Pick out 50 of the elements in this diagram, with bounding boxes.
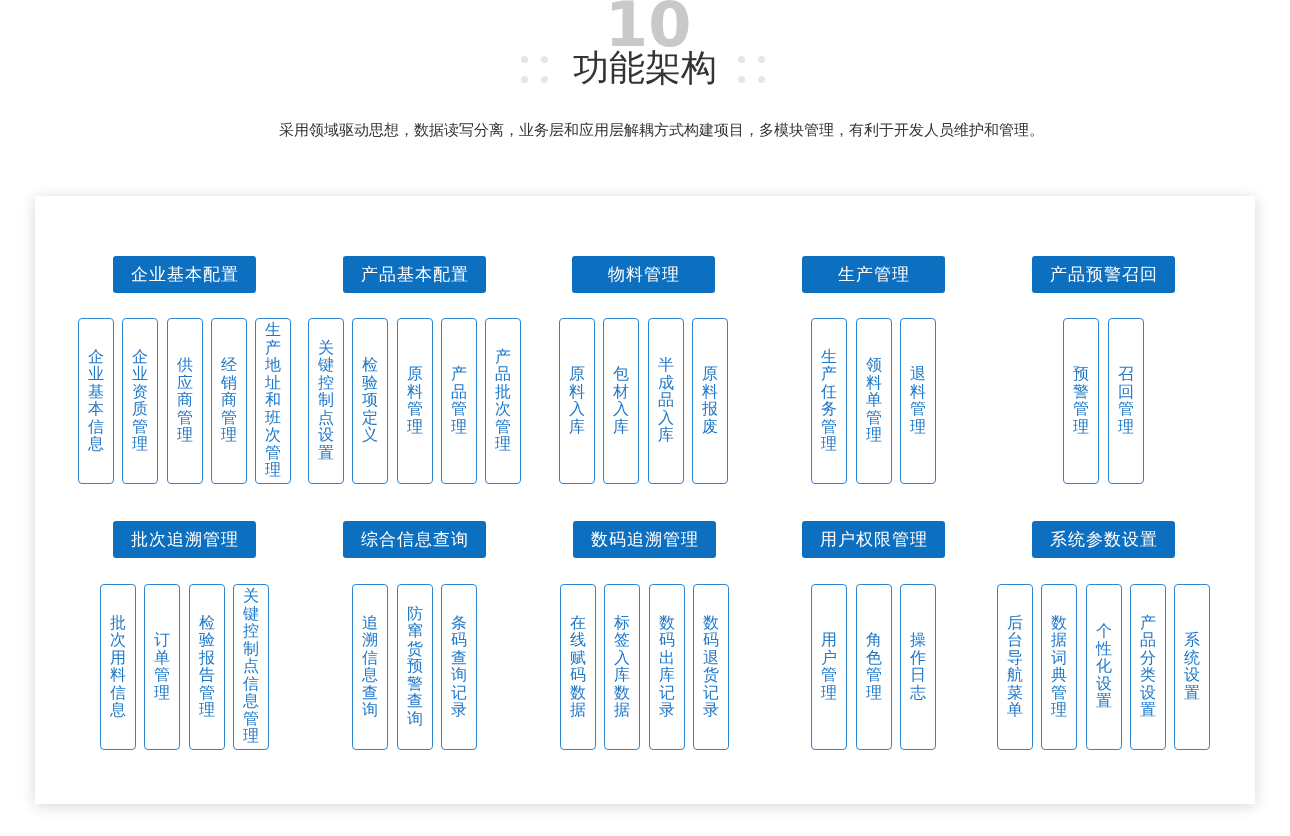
feature-box: 数据词典管理 (1041, 584, 1078, 750)
module-header: 综合信息查询 (343, 521, 486, 558)
feature-box: 在线赋码数据 (560, 584, 597, 750)
feature-box: 包材入库 (603, 318, 640, 484)
feature-box: 产品批次管理 (485, 318, 522, 484)
feature-box: 条码查询记录 (440, 584, 477, 750)
feature-box: 召回管理 (1107, 318, 1144, 484)
module-header: 生产管理 (802, 256, 945, 293)
feature-box: 检验报告管理 (188, 584, 225, 750)
module-header: 产品预警召回 (1032, 256, 1175, 293)
feature-box: 企业资质管理 (122, 318, 159, 484)
feature-box: 角色管理 (855, 584, 892, 750)
feature-box: 标签入库数据 (604, 584, 641, 750)
feature-box: 防窜货预警查询 (396, 584, 433, 750)
module-header: 系统参数设置 (1032, 521, 1175, 558)
feature-box: 订单管理 (144, 584, 181, 750)
feature-box: 预警管理 (1063, 318, 1100, 484)
module-header: 企业基本配置 (113, 256, 256, 293)
module-header: 数码追溯管理 (573, 521, 716, 558)
feature-box: 供应商管理 (166, 318, 203, 484)
feature-box: 关键控制点设置 (307, 318, 344, 484)
feature-box: 检验项定义 (352, 318, 389, 484)
module-header: 用户权限管理 (802, 521, 945, 558)
intro-text: 采用领域驱动思想，数据读写分离，业务层和应用层解耦方式构建项目，多模块管理，有利于开发人员维护和管理。 (278, 120, 1044, 140)
feature-box: 半成品入库 (647, 318, 684, 484)
feature-box: 退料管理 (899, 318, 936, 484)
feature-box: 领料单管理 (855, 318, 892, 484)
feature-box: 原料报废 (691, 318, 728, 484)
feature-box: 个性化设置 (1085, 584, 1122, 750)
feature-box: 产品分类设置 (1129, 584, 1166, 750)
module-header: 产品基本配置 (343, 256, 486, 293)
feature-box: 生产地址和班次管理 (255, 318, 292, 484)
feature-box: 批次用料信息 (100, 584, 137, 750)
feature-box: 生产任务管理 (811, 318, 848, 484)
feature-box: 追溯信息查询 (352, 584, 389, 750)
feature-box: 数码出库记录 (648, 584, 685, 750)
feature-box: 用户管理 (811, 584, 848, 750)
feature-box: 原料管理 (396, 318, 433, 484)
feature-box: 操作日志 (899, 584, 936, 750)
feature-box: 经销商管理 (210, 318, 247, 484)
feature-box: 数码退货记录 (692, 584, 729, 750)
feature-box: 原料入库 (559, 318, 596, 484)
feature-box: 关键控制点信息管理 (232, 584, 269, 750)
feature-box: 后台导航菜单 (996, 584, 1033, 750)
feature-box: 产品管理 (440, 318, 477, 484)
feature-box: 企业基本信息 (77, 318, 114, 484)
page-title: 功能架构 (573, 48, 717, 88)
feature-box: 系统设置 (1174, 584, 1211, 750)
module-header: 物料管理 (572, 256, 715, 293)
module-header: 批次追溯管理 (113, 521, 256, 558)
